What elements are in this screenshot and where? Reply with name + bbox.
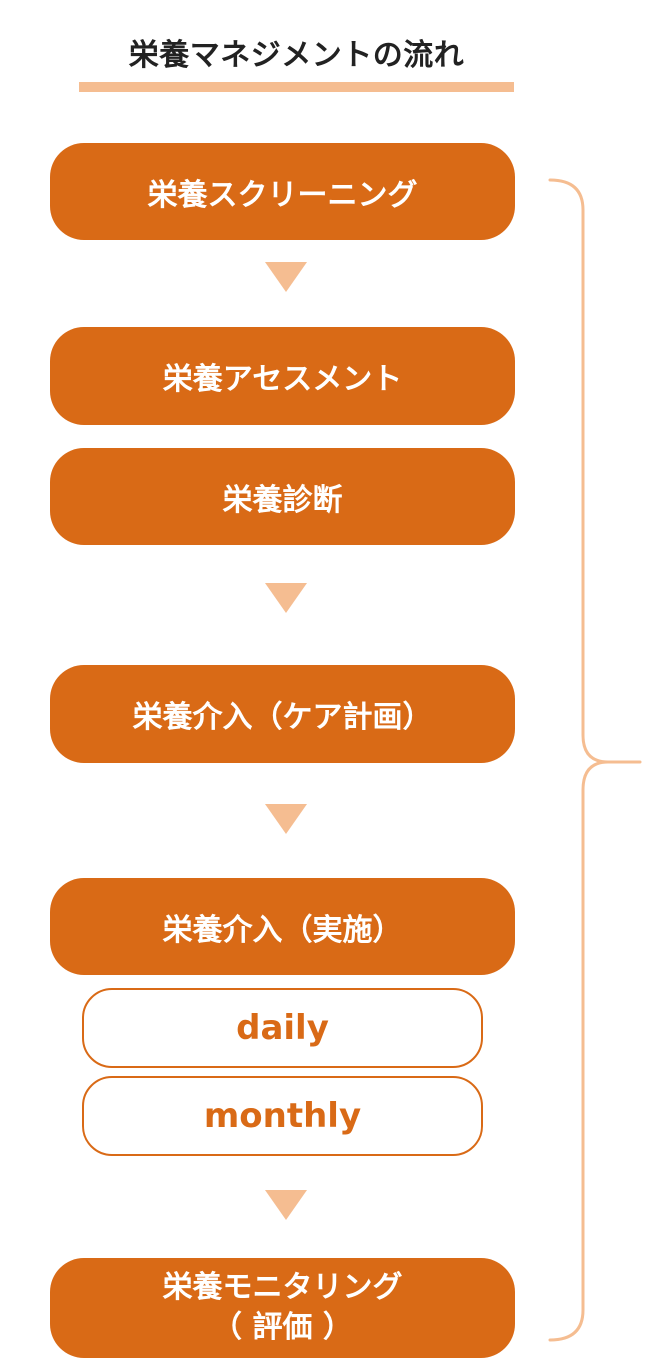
down-arrow-icon: [265, 262, 307, 292]
step-nutrition-intervention-plan: 栄養介入（ケア計画）: [50, 665, 515, 763]
step-nutrition-screening: 栄養スクリーニング: [50, 143, 515, 240]
step-nutrition-monitoring-line1: 栄養モニタリング: [162, 1270, 403, 1305]
sub-item-monthly: monthly: [82, 1076, 483, 1156]
step-nutrition-assessment: 栄養アセスメント: [50, 327, 515, 425]
down-arrow-icon: [265, 583, 307, 613]
title-underline: [79, 82, 514, 92]
sub-item-daily: daily: [82, 988, 483, 1068]
diagram-title: 栄養マネジメントの流れ: [128, 38, 465, 73]
down-arrow-icon: [265, 804, 307, 834]
step-nutrition-diagnosis: 栄養診断: [50, 448, 515, 545]
right-brace-icon: [548, 178, 642, 1342]
step-nutrition-monitoring-line2: （ 評価 ）: [212, 1310, 353, 1345]
down-arrow-icon: [265, 1190, 307, 1220]
step-nutrition-monitoring: 栄養モニタリング （ 評価 ）: [50, 1258, 515, 1358]
step-nutrition-intervention-implementation: 栄養介入（実施）: [50, 878, 515, 975]
